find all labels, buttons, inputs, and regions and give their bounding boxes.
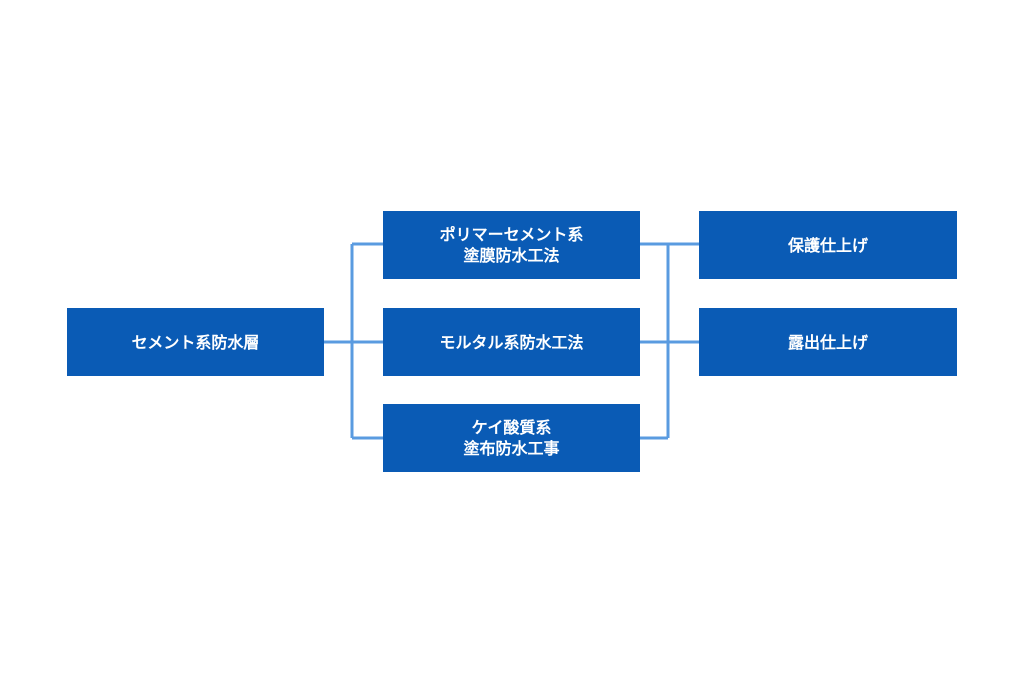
method-node-text: ケイ酸質系 塗布防水工事 bbox=[463, 417, 559, 459]
root-node: セメント系防水層 bbox=[67, 308, 324, 376]
root-node-label: セメント系防水層 bbox=[131, 332, 260, 352]
method-node-line2: 塗膜防水工法 bbox=[463, 246, 560, 265]
method-node-mortar: モルタル系防水工法 bbox=[383, 308, 640, 376]
finish-node-label: 保護仕上げ bbox=[787, 235, 868, 255]
method-node-polymer-cement: ポリマーセメント系 塗膜防水工法 bbox=[383, 211, 640, 279]
method-node-line1: ケイ酸質系 bbox=[471, 418, 552, 437]
method-node-silicate: ケイ酸質系 塗布防水工事 bbox=[383, 404, 640, 472]
method-node-line1: ポリマーセメント系 bbox=[439, 225, 584, 244]
finish-node-exposed: 露出仕上げ bbox=[699, 308, 957, 376]
method-node-line1: モルタル系防水工法 bbox=[439, 332, 584, 352]
method-node-text: ポリマーセメント系 塗膜防水工法 bbox=[440, 224, 584, 266]
finish-node-protected: 保護仕上げ bbox=[699, 211, 957, 279]
finish-node-label: 露出仕上げ bbox=[787, 332, 868, 352]
method-node-line2: 塗布防水工事 bbox=[463, 439, 560, 458]
